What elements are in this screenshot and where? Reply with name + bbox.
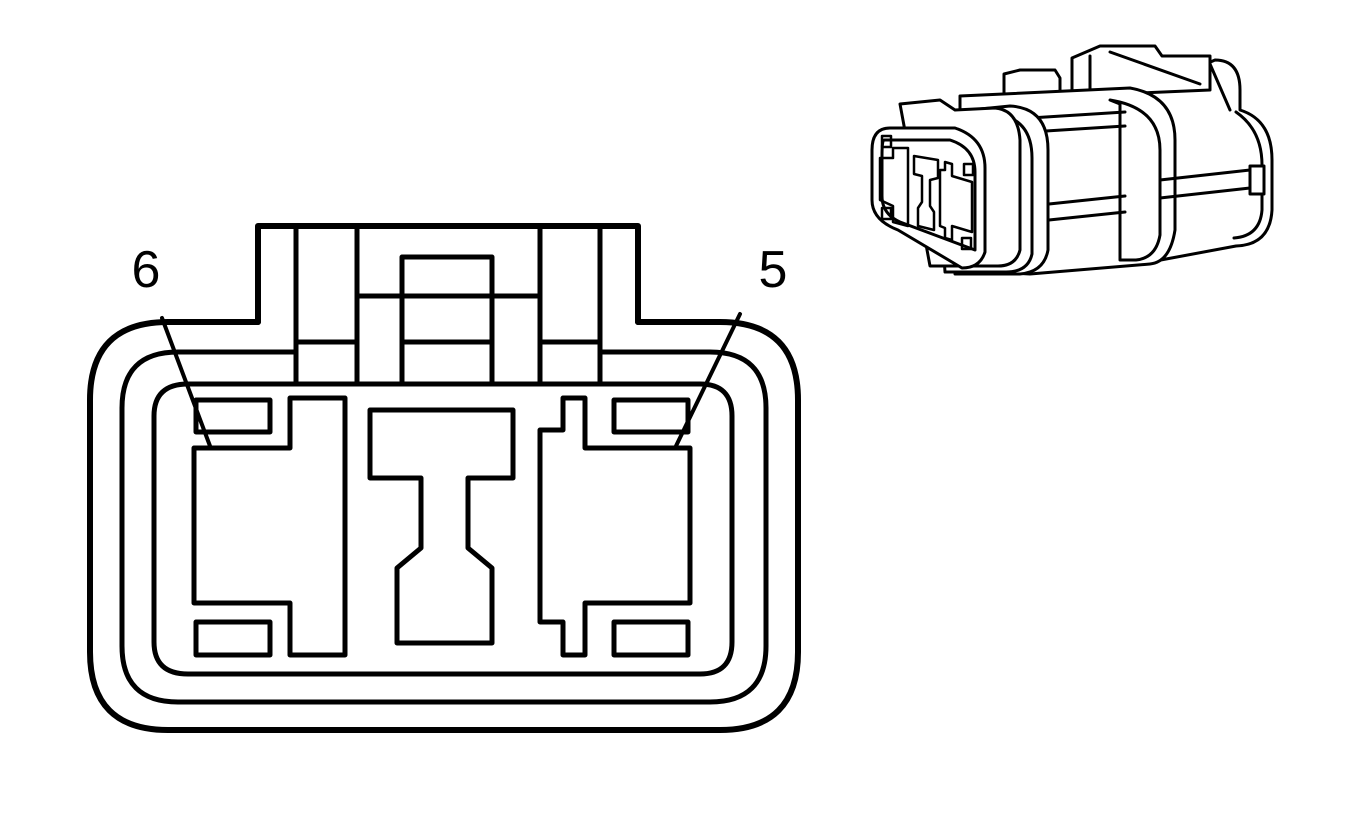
housing-inner-face [151,381,735,677]
housing-seal [119,349,769,705]
connector-front-view [87,223,801,733]
iso-rear-clip [1248,164,1266,196]
locking-tab-details [293,223,603,387]
housing-outer [87,319,801,733]
terminal-cavity-6 [191,395,348,658]
iso-middle-ring [1108,98,1162,262]
pin-label-5: 5 [759,241,788,299]
pin-6-leader-line [160,316,212,448]
pin-5-leader-line [674,312,742,448]
iso-cavity-right [938,160,974,242]
iso-cavity-left [878,146,910,228]
iso-rear-edge [1208,62,1232,112]
center-key [367,407,516,646]
pin-label-6: 6 [132,241,161,299]
terminal-cavity-5 [537,395,693,658]
iso-center-key [912,154,940,232]
iso-latch-line-2 [1108,50,1202,86]
iso-face-slots [880,134,975,251]
connector-isometric-view [870,44,1274,276]
keying-slots [193,397,691,658]
locking-tab [255,223,641,325]
iso-front-face [870,126,987,270]
